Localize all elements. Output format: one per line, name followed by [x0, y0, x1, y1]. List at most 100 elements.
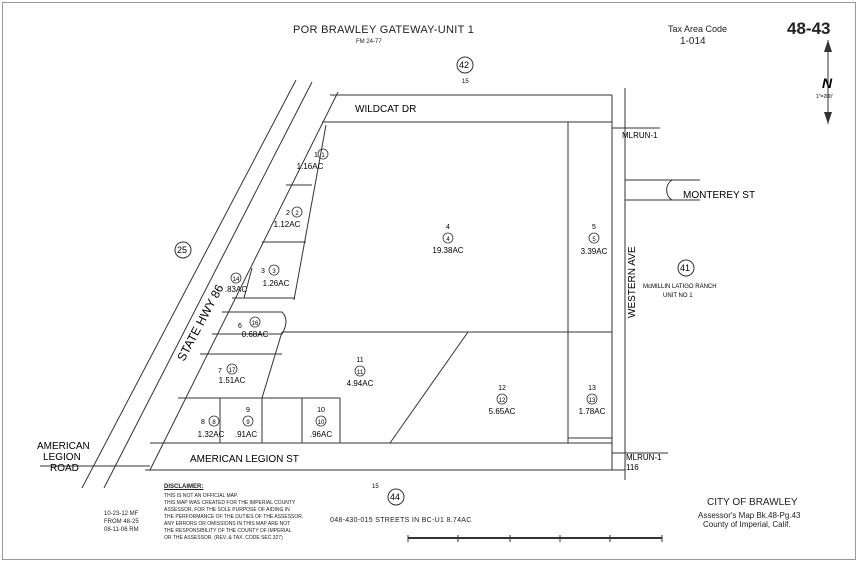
tax-area-label: Tax Area Code: [668, 24, 728, 34]
parcel-8: 8 8 1.32AC: [198, 415, 225, 439]
book-circle-bottom: [387, 488, 405, 506]
svg-text:14: 14: [233, 277, 240, 283]
parcel-17: 7 17 1.51AC: [218, 363, 246, 385]
hwy-edge-west: [81, 79, 297, 489]
parcel-10: 10 10 .96AC: [310, 407, 332, 439]
american-legion-road-label: ROAD: [50, 463, 79, 474]
svg-text:5.65AC: 5.65AC: [489, 407, 516, 416]
svg-text:13: 13: [588, 385, 596, 392]
parcel-13: 13 13 1.78AC: [579, 385, 606, 416]
lots-1-3-east-line: [293, 124, 327, 301]
parcel-2: 2 2 1.12AC: [274, 206, 303, 229]
lot-14-line: [243, 267, 253, 299]
tax-area-value: 1-014: [680, 36, 706, 47]
svg-text:12: 12: [499, 398, 506, 404]
parcel-9: 9 9 .91AC: [235, 407, 257, 439]
svg-text:1.26AC: 1.26AC: [263, 279, 290, 288]
svg-text:8: 8: [201, 419, 205, 426]
svg-text:1.78AC: 1.78AC: [579, 407, 606, 416]
svg-text:.83AC: .83AC: [225, 285, 247, 294]
book-circle-top: [456, 56, 474, 74]
american-legion-road-label: AMERICAN: [37, 441, 90, 452]
revision-dates: 10-23-12 MF FROM 48-25 08-11-06 RM: [104, 511, 139, 533]
svg-text:1: 1: [321, 153, 325, 159]
parcel-11: 11 11 4.94AC: [347, 357, 374, 388]
svg-text:9: 9: [246, 407, 250, 414]
disclaimer-text: THIS IS NOT AN OFFICIAL MAP. THIS MAP WA…: [164, 493, 304, 541]
hwy-edge-east: [149, 91, 339, 471]
hwy-edge-mid: [103, 81, 313, 489]
svg-text:1.32AC: 1.32AC: [198, 430, 225, 439]
svg-text:5: 5: [592, 237, 596, 243]
streets-note: 048-430-015 STREETS IN BC-U1 8.74AC: [330, 517, 472, 524]
wildcat-dr-label: WILDCAT DR: [355, 104, 416, 115]
assessor-map-ref: Assessor's Map Bk.48-Pg.43: [698, 511, 801, 520]
mcmillin-label-1: McMILLIN LATIGO RANCH: [643, 284, 717, 290]
mlrun-top-label: MLRUN-1: [622, 131, 658, 140]
svg-text:4: 4: [446, 237, 450, 243]
book-number-right: 41: [680, 263, 690, 273]
parcel-4: 4 4 19.38AC: [432, 224, 463, 255]
parcel-5: 5 5 3.39AC: [581, 224, 608, 256]
county-name: County of Imperial, Calif.: [703, 520, 791, 529]
svg-text:7: 7: [218, 368, 222, 375]
parcel-12: 12 12 5.65AC: [489, 385, 516, 416]
svg-text:2: 2: [295, 211, 299, 217]
svg-text:.91AC: .91AC: [235, 430, 257, 439]
city-name: CITY OF BRAWLEY: [707, 497, 798, 508]
svg-text:1: 1: [314, 152, 318, 159]
svg-text:3: 3: [272, 269, 276, 275]
svg-text:2: 2: [286, 210, 290, 217]
north-scale: 1"=200': [816, 94, 833, 100]
lot-16-boundary: [212, 311, 287, 335]
american-legion-road-label: LEGION: [43, 452, 81, 463]
svg-text:4: 4: [446, 224, 450, 231]
svg-text:17: 17: [229, 368, 236, 374]
book-number-top: 42: [459, 60, 469, 70]
svg-text:3.39AC: 3.39AC: [581, 247, 608, 256]
page-number: 48-43: [787, 19, 831, 38]
svg-text:4.94AC: 4.94AC: [347, 379, 374, 388]
lot-11-12-line: [389, 331, 469, 444]
book-circle-left: [174, 241, 192, 259]
state-hwy-86-label: STATE HWY 86: [174, 282, 226, 364]
monterey-cul-de-sac: [666, 179, 673, 201]
svg-text:1.16AC: 1.16AC: [297, 162, 324, 171]
bottom-block-label: 15: [372, 484, 379, 490]
svg-text:1.12AC: 1.12AC: [274, 220, 301, 229]
svg-text:5: 5: [592, 224, 596, 231]
mlrun-bottom-label: MLRUN-1: [626, 453, 662, 462]
svg-text:19.38AC: 19.38AC: [432, 246, 463, 255]
svg-text:6: 6: [238, 323, 242, 330]
svg-text:.96AC: .96AC: [310, 430, 332, 439]
lot-17-east-line: [261, 331, 283, 399]
monterey-st-label: MONTEREY ST: [683, 190, 755, 201]
top-block-label: 15: [462, 79, 469, 85]
mcmillin-label-2: UNIT NO 1: [663, 293, 693, 299]
svg-text:10: 10: [317, 407, 325, 414]
svg-text:10: 10: [318, 420, 325, 426]
map-title: POR BRAWLEY GATEWAY-UNIT 1: [293, 24, 475, 36]
svg-text:3: 3: [261, 268, 265, 275]
svg-text:9: 9: [246, 420, 250, 426]
parcel-1: 1 1 1.16AC: [297, 148, 329, 171]
western-ave-label: WESTERN AVE: [627, 246, 638, 318]
book-circle-right: [677, 259, 695, 277]
road-116-label: 116: [626, 463, 639, 472]
parcel-14: 14 .83AC: [225, 272, 247, 294]
american-legion-st-label: AMERICAN LEGION ST: [190, 454, 299, 465]
north-arrow-icon: [824, 40, 832, 124]
book-number-bottom: 44: [390, 492, 400, 502]
map-subtitle: FM 24-77: [356, 39, 382, 45]
svg-text:11: 11: [357, 370, 364, 376]
north-letter: N: [822, 75, 833, 91]
svg-text:1.51AC: 1.51AC: [219, 376, 246, 385]
svg-text:0.68AC: 0.68AC: [242, 330, 269, 339]
svg-text:16: 16: [252, 321, 259, 327]
parcel-16: 6 16 0.68AC: [238, 316, 269, 339]
disclaimer-heading: DISCLAIMER:: [164, 484, 204, 490]
svg-text:11: 11: [356, 357, 363, 364]
